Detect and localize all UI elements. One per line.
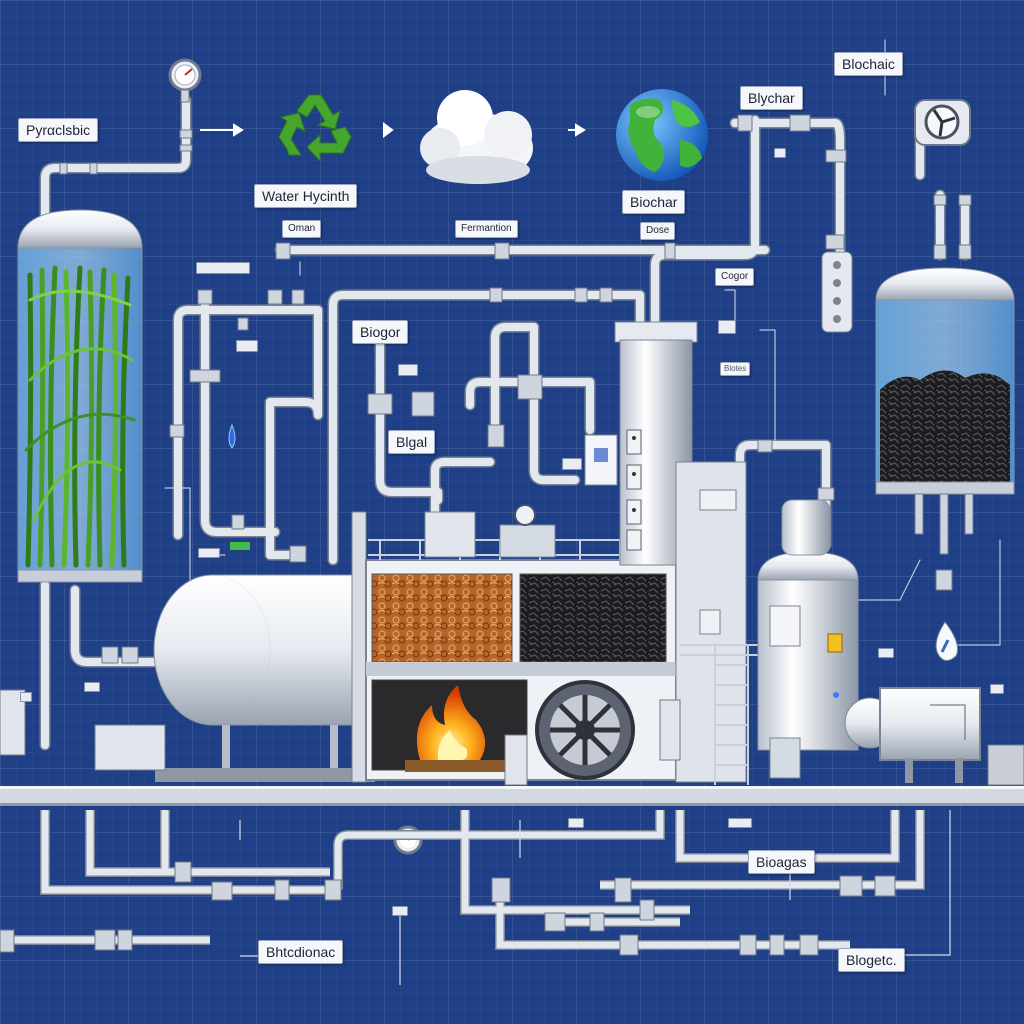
tag-plate [198,548,220,558]
earth-icon [616,89,708,181]
recycle-icon [278,94,352,163]
tag-plate [728,818,752,828]
tag-plate [774,148,786,158]
blotes-label: Blotes [720,362,751,376]
tag-plate [562,458,582,470]
biochaic-label: Blochaic [834,52,903,76]
bottom-left-label: Bhtcdionac [258,940,344,964]
pipe-network [39,39,1001,751]
biochar-tank [875,267,1015,591]
tag-plate [718,320,736,334]
fermentation-label: Fermantion [455,220,518,238]
cloud-icon [420,90,533,184]
tag-plate [568,818,584,828]
pyrolysis-reactor [351,434,678,783]
tag-plate [990,684,1004,694]
tag-plate [398,364,418,376]
bottom-pipe-network [0,810,951,985]
pyrolysis-label: Pyrαclsbic [18,118,99,142]
horizontal-digester [153,574,375,782]
distillation-column [614,321,747,783]
dose-label: Dose [640,222,676,240]
tag-plate [20,692,32,702]
flame-icon [416,685,486,760]
hyacinth-tank [17,209,143,583]
pressure-gauge-icon [168,58,202,103]
tag-plate [236,340,258,352]
bigal-label: Blgal [388,430,436,454]
biochar-label-top: Biochar [622,190,686,214]
cogen-label: Cogor [715,268,755,286]
biogor-label: Biogor [352,320,409,344]
water-hyacinth-stalks [24,265,136,568]
water-hyacinth-label: Water Hycinth [254,184,358,208]
biogas-label: Bioagas [748,850,815,874]
biogas-vessel [757,499,859,779]
water-drop-icon [935,621,959,661]
tag-plate [84,682,100,692]
fan-icon [914,99,971,146]
biochar-label-mid: Blychar [740,86,803,110]
bioetc-label: Blogetc. [838,948,905,972]
ladder [680,644,760,785]
oman-label: Oman [282,220,322,238]
tag-plate [878,648,894,658]
tag-plate [196,262,250,274]
generator-unit [844,687,1024,786]
gear-wheel-icon [535,680,635,780]
tag-plate [392,906,408,916]
